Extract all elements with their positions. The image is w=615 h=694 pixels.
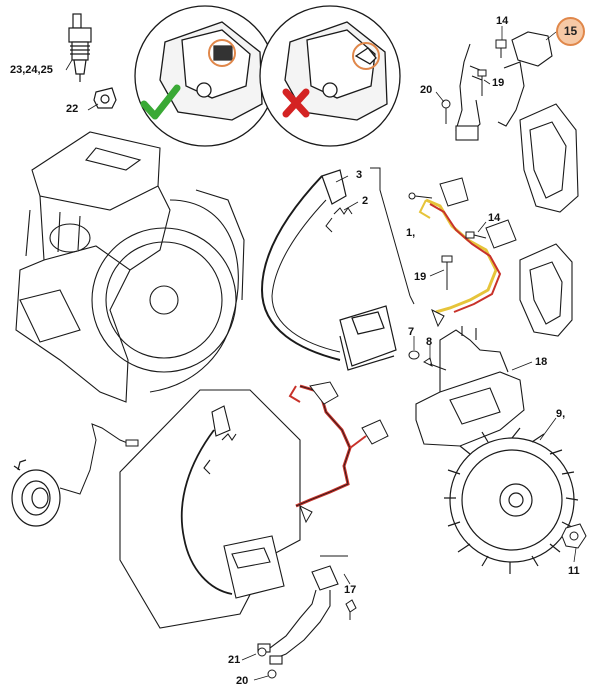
ignition-module bbox=[260, 169, 397, 371]
label-washer-7: 7 bbox=[408, 326, 415, 338]
leader-lines bbox=[65, 26, 577, 681]
washer-7 bbox=[408, 350, 420, 360]
wiring-bracket bbox=[415, 326, 525, 447]
screw-20-top bbox=[441, 99, 451, 124]
label-boot: 22 bbox=[66, 103, 79, 115]
label-screw-8: 8 bbox=[426, 336, 433, 348]
ignition-module-frame bbox=[119, 389, 301, 629]
label-cover: 3 bbox=[356, 169, 363, 181]
ignition-spring bbox=[325, 207, 353, 233]
screw-14-mid bbox=[465, 231, 487, 239]
yellow-wiring-harness bbox=[418, 177, 517, 328]
label-screw-19-mid: 19 bbox=[414, 271, 427, 283]
label-screw-21: 21 bbox=[228, 654, 241, 666]
engine-crankcase bbox=[15, 131, 245, 403]
label-screw-20-top: 20 bbox=[420, 84, 433, 96]
flywheel bbox=[444, 427, 579, 574]
label-spring: 2 bbox=[362, 195, 369, 207]
stop-switch bbox=[257, 555, 348, 665]
callout-15-badge: 15 bbox=[556, 17, 585, 46]
label-screw-14-mid: 14 bbox=[488, 212, 501, 224]
spark-plug bbox=[68, 13, 92, 82]
item-1-bracket bbox=[370, 167, 415, 305]
screw-upper-left bbox=[408, 192, 433, 200]
label-screw-14-top: 14 bbox=[496, 15, 509, 27]
crankshaft-seal bbox=[11, 459, 61, 527]
label-nut-11: 11 bbox=[568, 565, 580, 577]
flywheel-nut bbox=[561, 523, 587, 549]
screw-21 bbox=[257, 647, 267, 657]
short-circuit-wire bbox=[59, 423, 139, 495]
stop-switch-harness bbox=[455, 31, 553, 141]
screw-20-bottom bbox=[267, 669, 277, 679]
label-screw-20-bottom: 20 bbox=[236, 675, 249, 687]
label-bracket-18: 18 bbox=[535, 356, 548, 368]
screw-14-top bbox=[495, 39, 507, 58]
label-flywheel-9: 9, bbox=[556, 408, 566, 420]
label-ignition-module: 1, bbox=[406, 227, 416, 239]
label-spark-plug: 23,24,25 bbox=[10, 64, 53, 76]
screw-17 bbox=[345, 599, 357, 620]
screw-19-mid bbox=[441, 255, 453, 290]
cross-mark-icon bbox=[282, 88, 310, 118]
correct-mounting-illustration bbox=[134, 5, 276, 147]
fan-housing-guide bbox=[519, 103, 579, 337]
check-mark-icon bbox=[140, 84, 181, 120]
label-screw-19-top: 19 bbox=[492, 77, 505, 89]
screw-19-top bbox=[477, 69, 487, 96]
red-wiring-harness bbox=[288, 381, 389, 524]
screw-8 bbox=[423, 357, 447, 371]
incorrect-mounting-illustration bbox=[259, 5, 401, 147]
spark-plug-boot bbox=[93, 87, 117, 109]
label-screw-17: 17 bbox=[344, 584, 357, 596]
